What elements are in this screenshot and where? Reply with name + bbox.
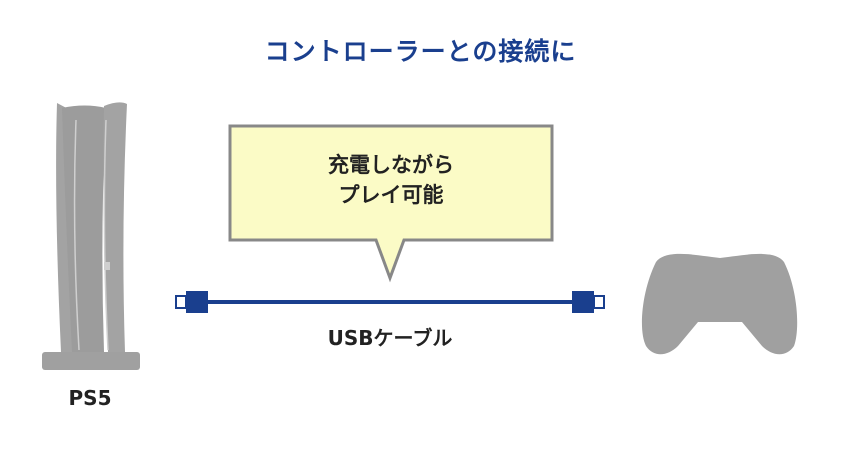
speech-bubble xyxy=(228,124,554,283)
diagram-title: コントローラーとの接続に xyxy=(264,37,577,66)
controller-icon xyxy=(641,253,798,355)
bubble-line-2: プレイ可能 xyxy=(338,183,444,207)
usb-cable-icon xyxy=(175,291,605,313)
bubble-line-1: 充電しながら xyxy=(328,153,454,177)
cable-label: USBケーブル xyxy=(327,326,453,350)
bubble-text: 充電しながら プレイ可能 xyxy=(232,150,550,210)
ps5-console-icon xyxy=(42,102,140,370)
console-label: PS5 xyxy=(68,386,112,410)
